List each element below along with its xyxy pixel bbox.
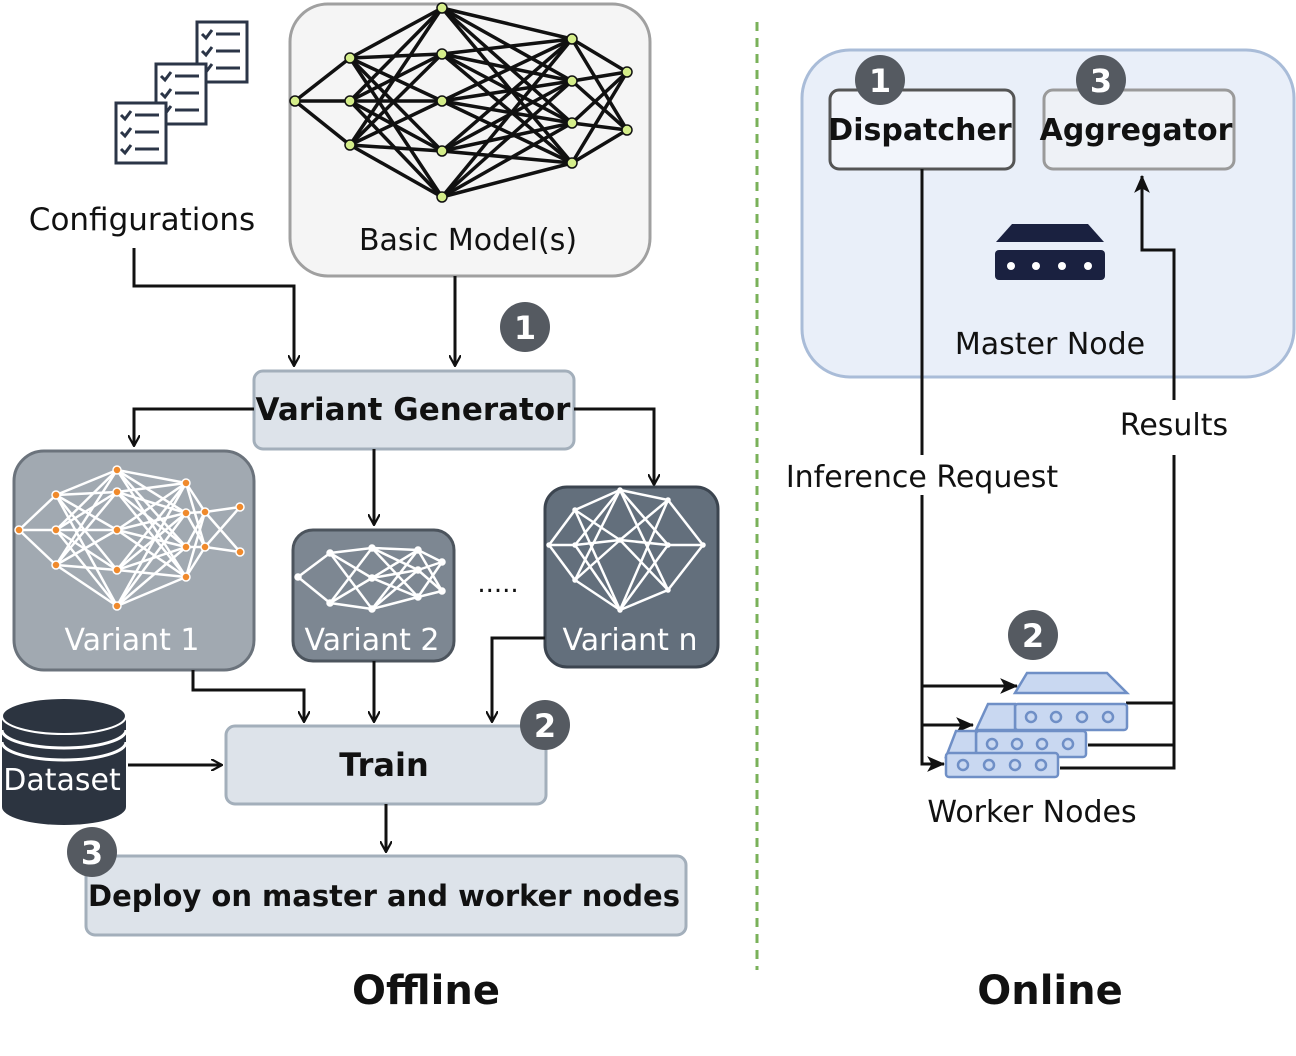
- configurations-label: Configurations: [29, 202, 255, 238]
- svg-text:2: 2: [1022, 617, 1044, 655]
- svg-text:3: 3: [81, 834, 103, 872]
- dataset-database-icon: [0, 697, 128, 825]
- deploy-label: Deploy on master and worker nodes: [88, 879, 680, 913]
- offline-step-1-badge: 1: [500, 302, 550, 352]
- svg-text:2: 2: [534, 707, 556, 745]
- offline-section-label: Offline: [352, 968, 500, 1014]
- online-step-1-badge: 1: [855, 55, 905, 105]
- variant-n-label: Variant n: [563, 623, 698, 658]
- arrow-to-worker-3: [920, 725, 946, 772]
- inference-request-label: Inference Request: [786, 460, 1059, 495]
- variant-n-box: [543, 485, 720, 669]
- arrow-to-worker-2: [920, 686, 975, 733]
- online-step-2-badge: 2: [1008, 610, 1058, 660]
- dataset-label: Dataset: [3, 763, 121, 798]
- variant-generator-label: Variant Generator: [256, 392, 572, 428]
- arrow-variant-1-to-train: [191, 670, 304, 722]
- worker-nodes-server-icon: [944, 671, 1131, 779]
- svg-text:1: 1: [514, 309, 536, 347]
- arrow-configurations-to-generator: [132, 248, 294, 366]
- arrow-generator-to-variant-1: [134, 407, 254, 446]
- variant-2-label: Variant 2: [304, 623, 439, 658]
- svg-text:1: 1: [869, 62, 891, 100]
- arrow-generator-to-variant-n: [574, 407, 654, 485]
- master-node-label: Master Node: [955, 327, 1145, 362]
- online-step-3-badge: 3: [1076, 55, 1126, 105]
- configurations-checklist-icon: [114, 20, 249, 165]
- results-line: [1060, 176, 1176, 770]
- variants-ellipsis: .....: [477, 569, 518, 599]
- deploy-box: [84, 854, 688, 937]
- basic-model-network-icon: [289, 2, 633, 203]
- offline-step-3-badge: 3: [67, 827, 117, 877]
- variant-1-label: Variant 1: [64, 623, 199, 658]
- variant-2-network-icon: [294, 544, 446, 613]
- master-server-icon: [995, 224, 1105, 280]
- train-label: Train: [339, 746, 428, 784]
- variant-1-network-icon: [14, 465, 245, 611]
- arrow-variant-n-to-train: [492, 636, 545, 722]
- online-section-label: Online: [977, 968, 1123, 1014]
- offline-step-2-badge: 2: [520, 700, 570, 750]
- dispatcher-label: Dispatcher: [828, 113, 1012, 148]
- worker-nodes-label: Worker Nodes: [927, 795, 1136, 830]
- results-label: Results: [1120, 408, 1228, 443]
- basic-model-label: Basic Model(s): [359, 223, 577, 258]
- svg-text:3: 3: [1090, 62, 1112, 100]
- aggregator-label: Aggregator: [1040, 113, 1233, 148]
- variant-n-network-icon: [546, 487, 706, 613]
